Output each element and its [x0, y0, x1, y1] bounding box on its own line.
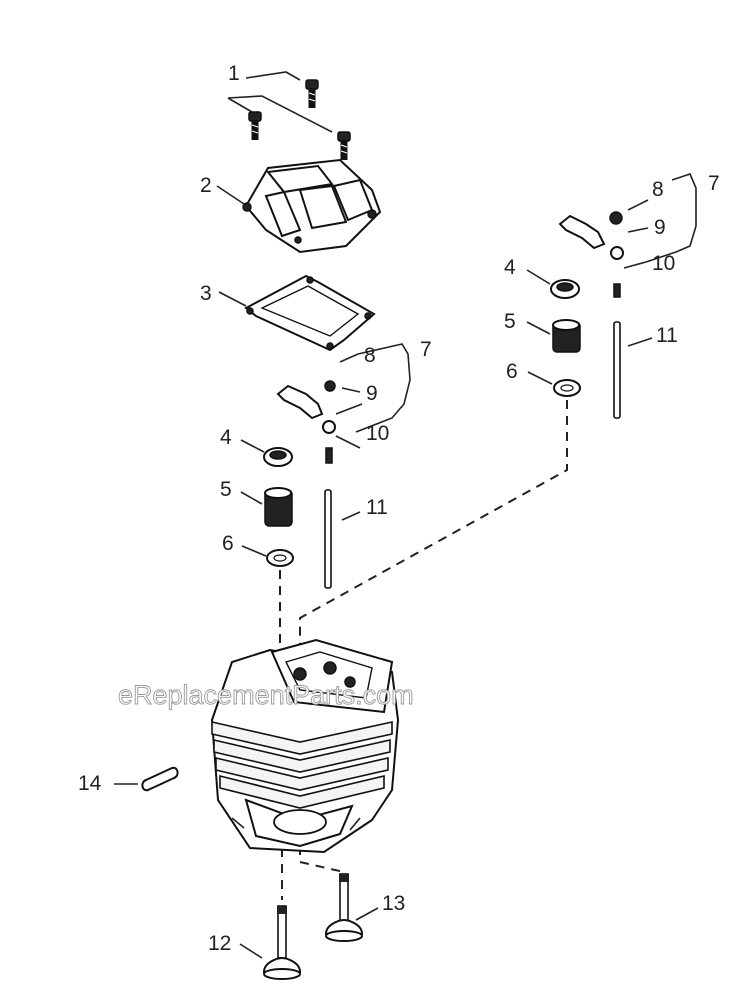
leader-3: [218, 291, 247, 307]
callout-5a: 5: [220, 478, 232, 501]
part-rocker-arm-right[interactable]: [558, 214, 606, 250]
leaders-right-group: [526, 173, 697, 385]
part-cylinder-head[interactable]: [210, 638, 400, 854]
callout-6a: 6: [222, 532, 234, 555]
watermark: eReplacementParts.com: [118, 680, 414, 710]
part-pushrod-left[interactable]: [324, 489, 332, 589]
callout-3: 3: [200, 282, 212, 305]
callout-11b: 11: [656, 324, 678, 347]
callout-11a: 11: [366, 496, 388, 519]
callout-9b: 9: [654, 216, 666, 239]
callout-7b: 7: [708, 172, 720, 195]
callout-12: 12: [208, 932, 231, 955]
part-pushrod-right[interactable]: [613, 321, 621, 419]
part-pivot-left[interactable]: [322, 420, 336, 434]
part-tappet-right[interactable]: [613, 283, 621, 298]
leader-2: [216, 185, 245, 205]
part-pivot-right[interactable]: [610, 246, 624, 260]
callout-5b: 5: [504, 310, 516, 333]
callout-9a: 9: [366, 382, 378, 405]
callout-4b: 4: [504, 256, 516, 279]
part-spring-right[interactable]: [552, 319, 581, 353]
leader-12-13: [239, 907, 379, 959]
callout-4a: 4: [220, 426, 232, 449]
leader-1: [227, 71, 333, 133]
part-nut-right[interactable]: [609, 211, 623, 225]
part-bolts[interactable]: [248, 79, 351, 160]
callout-13: 13: [382, 892, 405, 915]
part-washer-left[interactable]: [266, 549, 294, 567]
part-spring-left[interactable]: [264, 487, 293, 527]
callout-14: 14: [78, 772, 102, 795]
part-nut-left[interactable]: [324, 380, 336, 392]
callout-10b: 10: [652, 252, 675, 275]
part-gasket[interactable]: [244, 274, 376, 352]
part-valve-intake[interactable]: [324, 873, 364, 942]
callout-2: 2: [200, 174, 212, 197]
leaders-left-group: [240, 343, 411, 557]
part-retainer-left[interactable]: [263, 447, 293, 467]
part-retainer-right[interactable]: [550, 279, 580, 299]
part-dowel-pin[interactable]: [141, 766, 179, 792]
part-rocker-arm-left[interactable]: [276, 384, 324, 420]
callout-8b: 8: [652, 178, 664, 201]
part-washer-right[interactable]: [553, 379, 581, 397]
part-valve-cover[interactable]: [242, 158, 382, 254]
part-valve-exhaust[interactable]: [262, 905, 302, 980]
callout-6b: 6: [506, 360, 518, 383]
part-tappet-left[interactable]: [325, 447, 333, 464]
callout-8a: 8: [364, 344, 376, 367]
callout-7a: 7: [420, 338, 432, 361]
callout-1: 1: [228, 62, 240, 85]
callout-10a: 10: [366, 422, 389, 445]
